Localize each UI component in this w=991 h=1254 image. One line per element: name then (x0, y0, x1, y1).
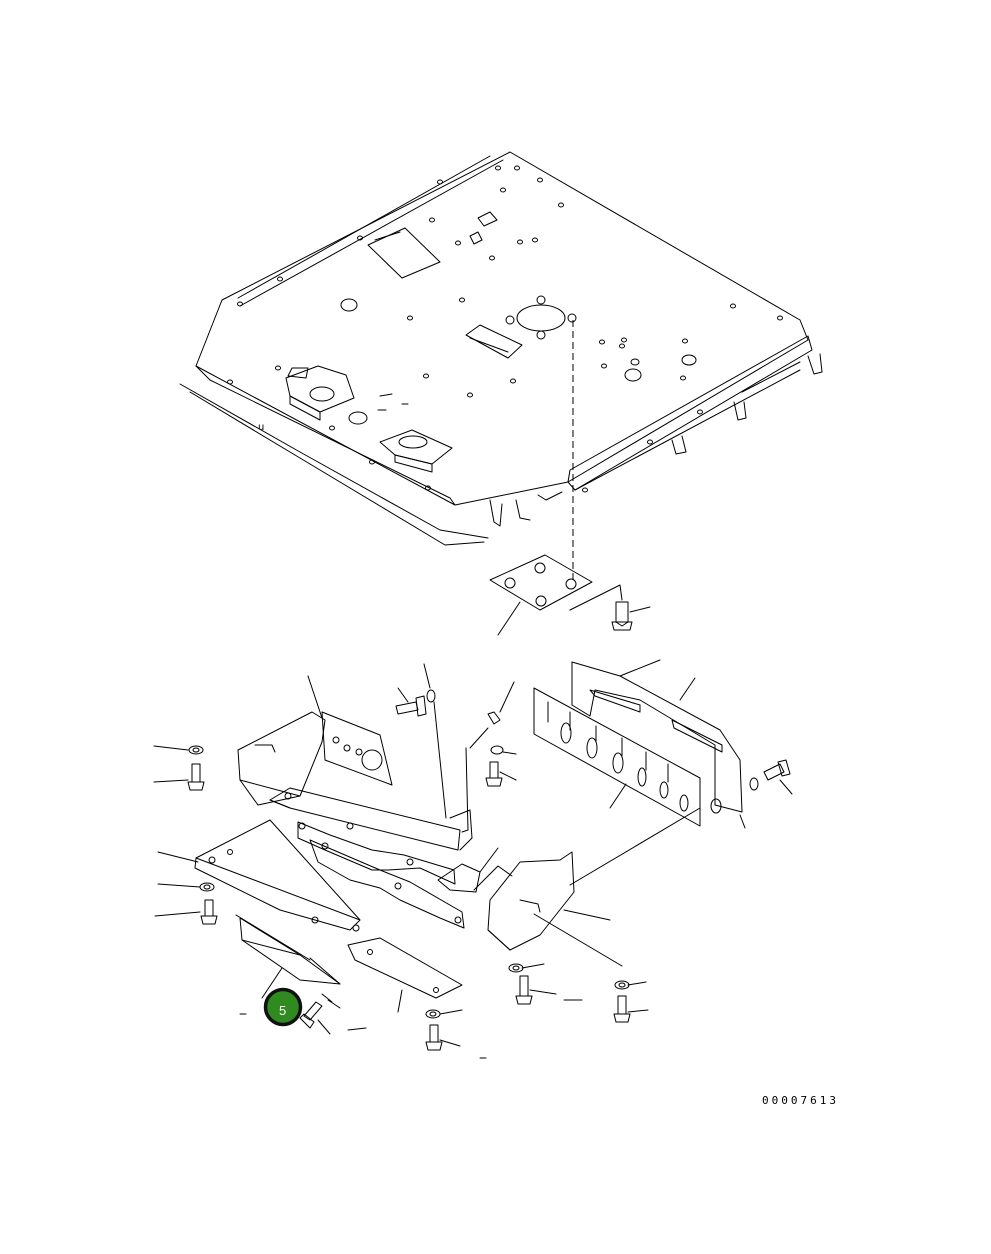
mounting-hole (682, 338, 688, 344)
mounting-hole (680, 375, 686, 381)
callout-label: 5 (279, 1003, 286, 1018)
mounting-hole (777, 315, 783, 321)
mounting-hole (425, 485, 431, 491)
hardware (153, 663, 793, 1059)
side-bracket (321, 711, 393, 786)
mounting-hole (517, 239, 523, 245)
mounting-hole (489, 255, 495, 261)
drawing-reference-number: 00007613 (762, 1094, 839, 1107)
callout-badge[interactable] (263, 987, 303, 1027)
mounting-hole (558, 202, 564, 208)
mounting-hole (697, 409, 703, 415)
mounting-hole (423, 373, 429, 379)
mounting-hole (582, 487, 588, 493)
mounting-hole (237, 301, 243, 307)
mounting-hole (532, 237, 538, 243)
mounting-hole (730, 303, 736, 309)
bottom-plate (157, 819, 361, 932)
mounting-hole (429, 217, 435, 223)
mounting-hole (455, 240, 461, 246)
mounting-hole (514, 165, 520, 171)
mounting-hole (357, 235, 363, 241)
mounting-hole (227, 379, 233, 385)
main-cross-member (269, 787, 473, 885)
mounting-hole (599, 339, 605, 345)
floor-panel (533, 687, 701, 886)
panel-frame (571, 659, 746, 829)
lower-cross-member (309, 839, 465, 929)
left-cover (237, 675, 326, 806)
mounting-hole (369, 459, 375, 465)
svg-text:u: u (258, 422, 264, 433)
mounting-hole (647, 439, 653, 445)
right-cover (437, 847, 611, 951)
mounting-hole (275, 365, 281, 371)
mounting-hole (277, 276, 283, 282)
mount-plate (489, 554, 651, 636)
floor-frame: u (179, 151, 823, 546)
mounting-hole (619, 343, 625, 349)
mounting-hole (495, 165, 501, 171)
callout-5[interactable]: 5 (263, 987, 303, 1027)
mounting-hole (601, 363, 607, 369)
mounting-hole (459, 297, 465, 303)
mounting-hole (537, 177, 543, 183)
mounting-hole (510, 378, 516, 384)
deflector (235, 914, 341, 999)
mounting-hole (329, 425, 335, 431)
lower-plate (347, 937, 463, 1013)
mounting-hole (407, 315, 413, 321)
mounting-hole (467, 392, 473, 398)
mounting-hole (437, 179, 443, 185)
mounting-hole (500, 187, 506, 193)
mounting-hole (621, 337, 627, 343)
